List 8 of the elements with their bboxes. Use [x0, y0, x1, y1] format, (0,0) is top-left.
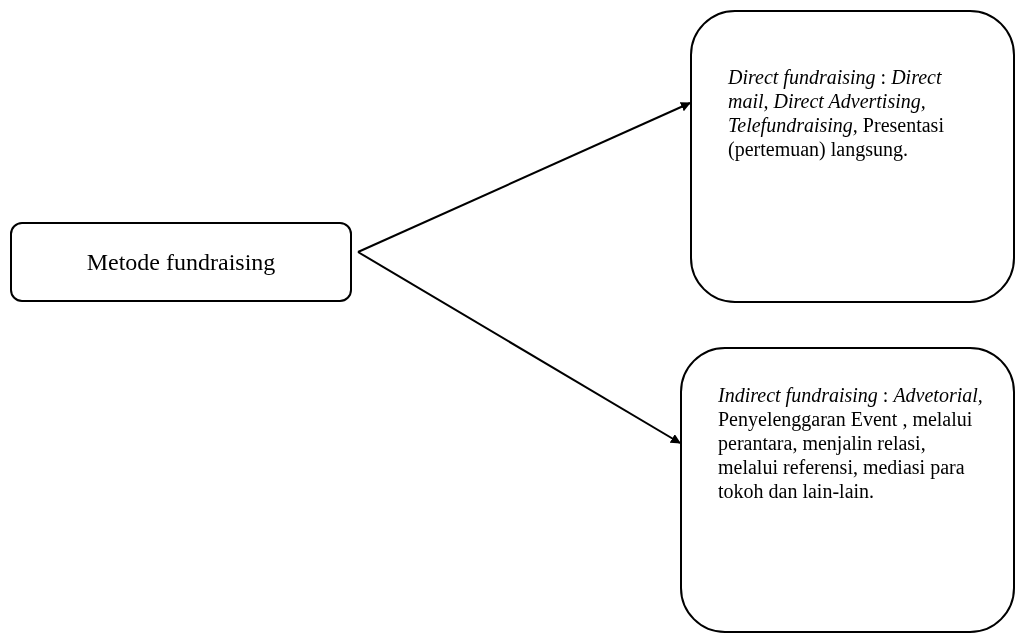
arrow: [357, 102, 691, 253]
node-text: Indirect fundraising : Advetorial, Penyelenggaran Event , melalui perantara, menjalin relasi, melalui referensi, mediasi para tokoh dan lain-lain.: [718, 383, 983, 503]
node-text: Direct fundraising : Direct mail, Direct Advertising, Telefundraising, Presentasi (pertemuan) langsung.: [728, 65, 945, 161]
rounded-box: [690, 10, 1015, 303]
rounded-box: [10, 222, 352, 302]
node-text: Metode fundraising: [85, 248, 277, 276]
rounded-box: [680, 347, 1015, 633]
arrow: [357, 251, 681, 444]
